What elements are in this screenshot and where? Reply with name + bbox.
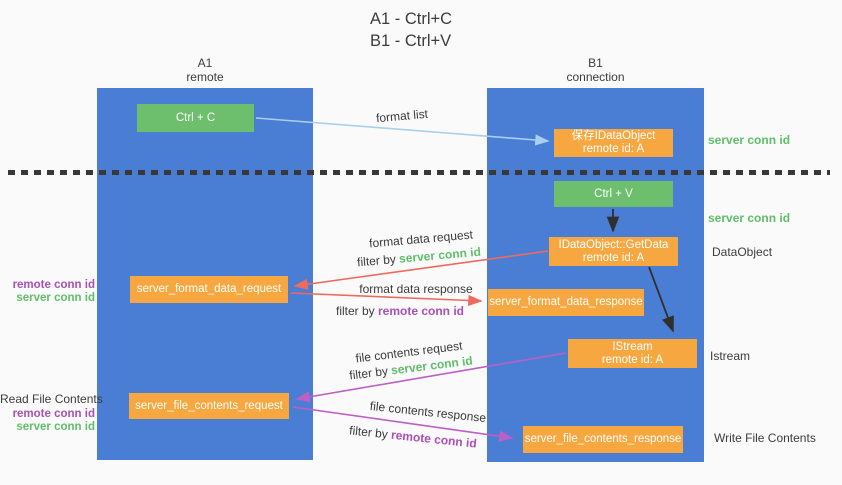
getdata-line1: IDataObject::GetData xyxy=(558,238,669,251)
column-a1-name: A1 xyxy=(197,56,213,70)
read-file-contents-label: Read File Contents xyxy=(0,392,103,406)
column-a1-subtitle: remote xyxy=(186,70,224,84)
diagram-title: A1 - Ctrl+C B1 - Ctrl+V xyxy=(370,8,452,52)
istream-line1: IStream xyxy=(612,340,653,353)
istream-line2: remote id: A xyxy=(601,353,664,366)
column-b1-name: B1 xyxy=(588,56,603,70)
remote-conn-id-highlight: remote conn id xyxy=(378,304,465,318)
filter-by-remote-conn-id-label-1: filter by remote conn id xyxy=(336,304,464,318)
format-request-label: server_format_data_request xyxy=(136,283,282,295)
remote-conn-id-label-1: remote conn id xyxy=(12,279,95,291)
file-request-label: server_file_contents_request xyxy=(135,399,283,412)
server-file-contents-request-box: server_file_contents_request xyxy=(129,393,289,419)
filter-prefix: filter by xyxy=(348,363,392,383)
title-line-2: B1 - Ctrl+V xyxy=(370,32,452,50)
dotted-divider-line xyxy=(8,170,830,175)
filter-prefix: filter by xyxy=(348,423,392,442)
left-conn-id-group-2: remote conn id server conn id xyxy=(0,408,95,434)
column-header-a1: A1 remote xyxy=(97,56,313,84)
file-contents-response-label: file contents response xyxy=(369,398,487,426)
ctrl-c-label: Ctrl + C xyxy=(175,111,216,124)
filter-prefix: filter by xyxy=(335,304,378,318)
server-format-data-request-box: server_format_data_request xyxy=(130,276,288,303)
ctrl-v-box: Ctrl + V xyxy=(554,181,673,207)
title-line-1: A1 - Ctrl+C xyxy=(370,10,453,28)
save-idataobject-line2: remote id: A xyxy=(582,143,645,155)
server-conn-id-label-top: server conn id xyxy=(708,133,791,147)
column-header-b1: B1 connection xyxy=(487,56,704,84)
ctrl-v-label: Ctrl + V xyxy=(594,187,633,200)
server-conn-id-label-1: server conn id xyxy=(16,292,95,304)
save-idataobject-line1: 保存IDataObject xyxy=(571,130,656,142)
remote-conn-id-highlight: remote conn id xyxy=(390,427,478,451)
getdata-line2: remote id: A xyxy=(582,251,645,264)
server-conn-id-label-2: server conn id xyxy=(16,421,95,433)
idataobject-getdata-box: IDataObject::GetData remote id: A xyxy=(549,237,678,266)
istream-side-label: Istream xyxy=(710,349,751,363)
save-idataobject-box: 保存IDataObject remote id: A xyxy=(554,129,673,157)
format-data-response-label: format data response xyxy=(359,282,473,296)
column-b1-subtitle: connection xyxy=(566,70,625,84)
file-response-label: server_file_contents_response xyxy=(524,433,682,445)
server-conn-id-label-mid: server conn id xyxy=(708,211,791,225)
filter-prefix: filter by xyxy=(356,251,400,270)
format-response-label: server_format_data_response xyxy=(489,296,643,308)
istream-box: IStream remote id: A xyxy=(568,339,697,368)
server-format-data-response-box: server_format_data_response xyxy=(488,289,644,316)
server-file-contents-response-box: server_file_contents_response xyxy=(523,426,683,453)
write-file-contents-label: Write File Contents xyxy=(714,431,816,445)
ctrl-c-box: Ctrl + C xyxy=(137,104,254,132)
format-list-label: format list xyxy=(375,106,429,126)
left-conn-id-group-1: remote conn id server conn id xyxy=(0,279,95,305)
remote-conn-id-label-2: remote conn id xyxy=(12,408,95,420)
server-conn-id-highlight: server conn id xyxy=(398,244,482,266)
filter-by-remote-conn-id-label-2: filter by remote conn id xyxy=(349,423,478,450)
dataobject-label: DataObject xyxy=(712,245,773,259)
